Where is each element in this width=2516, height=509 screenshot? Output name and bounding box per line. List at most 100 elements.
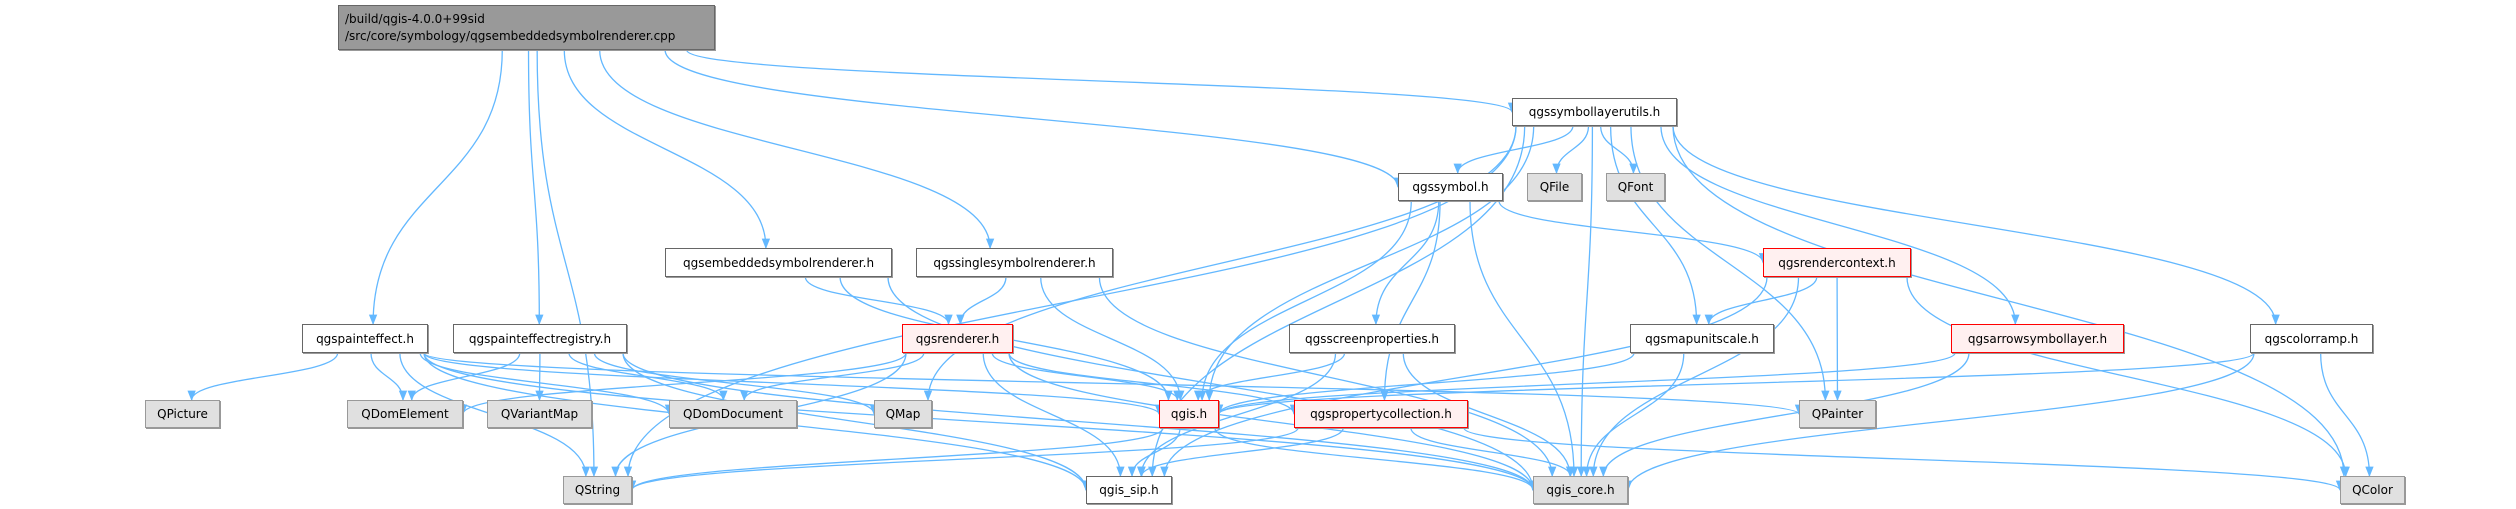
edge-qgis-to-qgis_sip xyxy=(1127,427,1181,478)
edge-qgsmapunitscale-to-qgis_core xyxy=(1582,352,1685,478)
node-label: qgis_sip.h xyxy=(1099,483,1159,497)
node-qgsembeddedsymbolrenderer[interactable]: qgsembeddedsymbolrenderer.h xyxy=(665,248,892,277)
edge-qgssymbollayerutils-to-qfile xyxy=(1552,125,1590,175)
edge-qgsrenderer-to-qgis_sip xyxy=(982,352,1125,478)
node-label: qgspropertycollection.h xyxy=(1310,407,1452,421)
edge-qgsembeddedsymbolrenderer-to-qgsrenderer xyxy=(804,276,953,326)
node-qgsrendercontext[interactable]: qgsrendercontext.h xyxy=(1763,248,1911,277)
node-qgspainteffectregistry[interactable]: qgspainteffectregistry.h xyxy=(453,324,627,353)
edge-qgspainteffect-to-qgis_core xyxy=(423,352,1538,492)
node-qpainter[interactable]: QPainter xyxy=(1799,400,1876,428)
edge-qgssymbol-to-qgis_core xyxy=(1469,200,1579,478)
edge-qgspropertycollection-to-qcolor xyxy=(1463,427,2344,492)
edge-qgspainteffectregistry-to-qgis_sip xyxy=(622,352,1091,492)
edge-qgssymbollayerutils-to-qcolor xyxy=(1672,125,2349,478)
edge-qgspropertycollection-to-qstring xyxy=(628,427,1299,492)
node-label: QMap xyxy=(885,407,921,421)
node-label: qgssymbol.h xyxy=(1412,180,1489,194)
edge-qgssymbol-to-qgspropertycollection xyxy=(1380,200,1441,402)
node-qdomelement[interactable]: QDomElement xyxy=(347,400,463,428)
node-label: qgsarrowsymbollayer.h xyxy=(1967,331,2108,346)
edge-root-to-qgssinglesymbolrenderer xyxy=(599,49,995,250)
node-qdomdocument[interactable]: QDomDocument xyxy=(669,400,797,428)
node-qgscolorramp[interactable]: qgscolorramp.h xyxy=(2250,324,2373,353)
node-qgsscreenproperties[interactable]: qgsscreenproperties.h xyxy=(1289,324,1455,353)
edge-qgspropertycollection-to-qgis_sip xyxy=(1137,427,1344,478)
node-qgis[interactable]: qgis.h xyxy=(1159,400,1219,428)
node-label: QPainter xyxy=(1811,407,1864,421)
node-qgis-sip[interactable]: qgis_sip.h xyxy=(1086,476,1172,504)
node-qgsrenderer[interactable]: qgsrenderer.h xyxy=(902,324,1013,353)
node-qmap[interactable]: QMap xyxy=(874,400,932,428)
node-qgssymbol[interactable]: qgssymbol.h xyxy=(1398,173,1503,201)
edge-qgspainteffect-to-qgis xyxy=(423,352,1163,416)
edge-qgsscreenproperties-to-qgis_sip xyxy=(1137,352,1337,478)
edge-qgspainteffectregistry-to-qdomelement xyxy=(407,352,521,402)
edge-qgssymbollayerutils-to-qgis_core xyxy=(1577,125,1594,478)
node-qgsmapunitscale[interactable]: qgsmapunitscale.h xyxy=(1630,324,1774,353)
edge-qgspainteffectregistry-to-qgis_core xyxy=(622,352,1538,492)
node-qgspropertycollection[interactable]: qgspropertycollection.h xyxy=(1294,400,1468,428)
node-qstring[interactable]: QString xyxy=(563,476,632,504)
edge-qgscolorramp-to-qcolor xyxy=(2320,352,2374,478)
edge-qgscolorramp-to-qgis_core xyxy=(1623,352,2255,492)
node-label: QColor xyxy=(2352,483,2393,497)
node-label: QFile xyxy=(1539,180,1570,194)
node-label: QPicture xyxy=(157,407,208,421)
edge-qgssymbollayerutils-to-qgscolorramp xyxy=(1672,125,2280,326)
edge-qgssymbollayerutils-to-qgssymbol xyxy=(1453,125,1574,175)
root-path-line2: /src/core/symbology/qgsembeddedsymbolren… xyxy=(345,28,676,43)
edge-root-to-qgssymbollayerutils xyxy=(686,49,1516,114)
node-qgspainteffect[interactable]: qgspainteffect.h xyxy=(302,324,428,353)
node-label: qgis.h xyxy=(1170,407,1208,421)
edge-qgis-to-qstring xyxy=(628,427,1164,492)
edge-qgsrenderer-to-qgis_core xyxy=(1008,352,1538,492)
node-label: QDomDocument xyxy=(683,407,783,421)
node-label: qgsmapunitscale.h xyxy=(1645,331,1759,346)
node-label: QDomElement xyxy=(361,407,449,421)
edge-qgsrenderer-to-qgspropertycollection xyxy=(1008,352,1299,416)
edge-qgssymbollayerutils-to-qgsarrowsymbollayer xyxy=(1660,125,2020,326)
node-qgsarrowsymbollayer[interactable]: qgsarrowsymbollayer.h xyxy=(1951,324,2124,353)
edge-qgsarrowsymbollayer-to-qgis xyxy=(1215,352,1956,416)
node-qgssinglesymbolrenderer[interactable]: qgssinglesymbolrenderer.h xyxy=(916,248,1113,277)
edge-qgssymbollayerutils-to-qfont xyxy=(1600,125,1638,175)
edge-qgssinglesymbolrenderer-to-qgsrenderer xyxy=(956,276,1007,326)
node-qgssymbollayerutils[interactable]: qgssymbollayerutils.h xyxy=(1512,98,1677,126)
edge-qgsrendercontext-to-qgsmapunitscale xyxy=(1704,276,1818,326)
node-label: qgspainteffect.h xyxy=(316,331,414,346)
edge-qgsrendercontext-to-qgis_sip xyxy=(1160,276,1768,478)
node-label: QVariantMap xyxy=(500,407,579,421)
node-qgis-core[interactable]: qgis_core.h xyxy=(1533,476,1628,504)
node-qvariantmap[interactable]: QVariantMap xyxy=(487,400,592,428)
edge-root-to-qgsembeddedsymbolrenderer xyxy=(563,49,771,250)
edge-qgssymbol-to-qgsscreenproperties xyxy=(1371,200,1440,326)
node-qfile[interactable]: QFile xyxy=(1527,173,1582,201)
edge-qgssymbol-to-qgsrendercontext xyxy=(1498,200,1768,264)
edge-qgsrenderer-to-qgis xyxy=(991,352,1182,402)
node-label: qgsscreenproperties.h xyxy=(1304,331,1440,346)
edge-qgsscreenproperties-to-qgis_core xyxy=(1402,352,1575,478)
node-qfont[interactable]: QFont xyxy=(1606,173,1665,201)
root-file-node[interactable]: /build/qgis-4.0.0+99sid /src/core/symbol… xyxy=(338,5,715,50)
edge-root-to-qgspainteffect xyxy=(368,49,503,326)
edge-root-to-qgspainteffectregistry xyxy=(527,49,544,326)
edge-qgis-to-qgis_core xyxy=(1214,427,1538,492)
edge-qgspainteffect-to-qpicture xyxy=(187,352,339,402)
edge-qgssymbollayerutils-to-qgis xyxy=(1205,125,1535,402)
edge-qgssymbol-to-qgis xyxy=(1197,200,1412,402)
edge-qgspainteffect-to-qdomelement xyxy=(370,352,408,402)
node-qpicture[interactable]: QPicture xyxy=(145,400,220,428)
node-label: qgssinglesymbolrenderer.h xyxy=(933,255,1096,270)
edge-qgspropertycollection-to-qgis_core xyxy=(1410,427,1575,478)
node-qcolor[interactable]: QColor xyxy=(2340,476,2405,504)
node-label: qgsrendercontext.h xyxy=(1778,255,1896,270)
node-label: qgsrenderer.h xyxy=(915,331,1000,346)
edge-qgscolorramp-to-qgis xyxy=(1215,352,2255,416)
edge-qgsrendercontext-to-qgis_core xyxy=(1589,276,1800,478)
node-label: qgis_core.h xyxy=(1546,483,1615,497)
node-label: qgssymbollayerutils.h xyxy=(1528,105,1661,119)
edge-qgsrendercontext-to-qcolor xyxy=(1906,276,2350,478)
edge-qgsrenderer-to-qdomdocument xyxy=(740,352,925,402)
